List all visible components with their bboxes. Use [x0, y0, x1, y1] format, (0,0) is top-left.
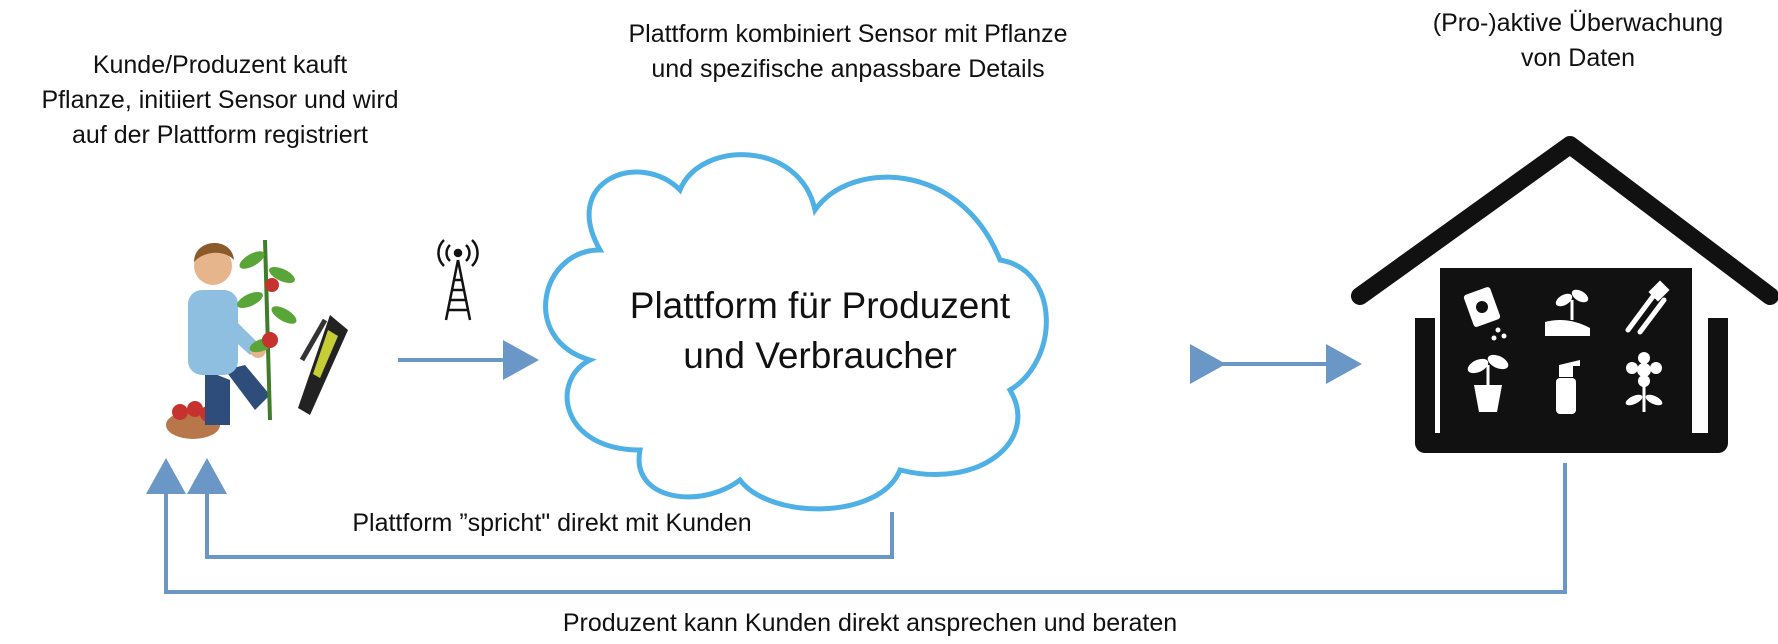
arrow-platform-to-customer: [187, 458, 894, 559]
customer-label: Kunde/Produzent kauft Pflanze, initiiert…: [41, 51, 399, 149]
hand-sprout-icon: [1545, 289, 1590, 336]
flower-icon: [1625, 352, 1663, 412]
platform-cloud-label: Plattform für Produzent und Verbraucher: [629, 285, 1011, 376]
radio-tower-icon: [437, 239, 479, 321]
spray-bottle-icon: [1556, 360, 1580, 414]
platform-talks-label: Plattform ”spricht" direkt mit Kunden: [352, 509, 752, 537]
farmer-with-plant-icon: [166, 239, 348, 439]
arrow-producer-to-customer: [146, 458, 1567, 594]
platform-cloud: [543, 152, 1049, 512]
platform-description-label: Plattform kombiniert Sensor mit Pflanze …: [628, 20, 1068, 83]
potted-plant-icon: [1467, 354, 1509, 412]
producer-talks-label: Produzent kann Kunden direkt ansprechen …: [562, 609, 1178, 637]
monitoring-label: (Pro-)aktive Überwachung von Daten: [1432, 9, 1724, 72]
garden-tools-icon: [1625, 280, 1670, 335]
seed-packet-icon: [1463, 287, 1507, 341]
